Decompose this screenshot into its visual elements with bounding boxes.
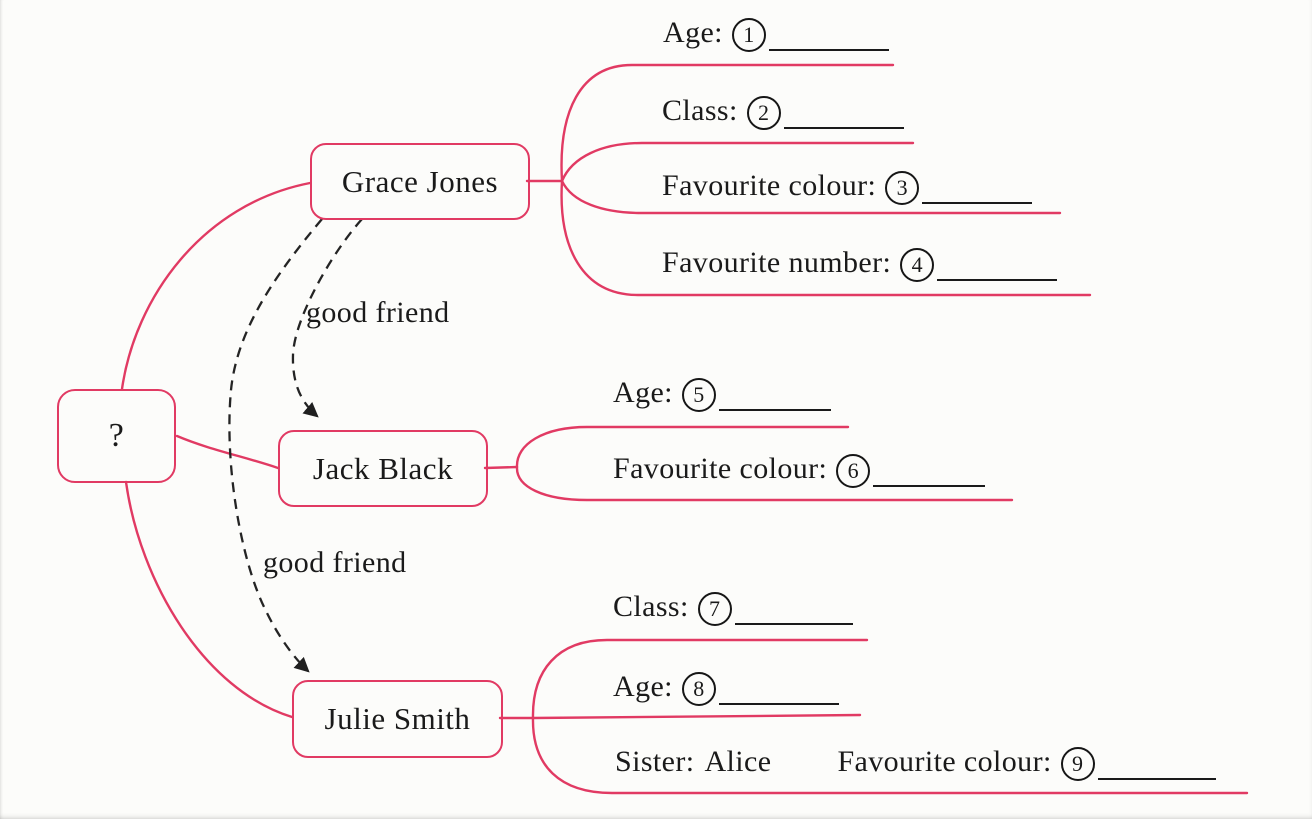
edge-root-jack (175, 434, 280, 470)
blank-line-5 (718, 405, 831, 411)
branch-row-grace-number: Favourite number: 4 (662, 245, 1058, 282)
node-jack-label: Jack Black (312, 450, 454, 486)
circled-number-3: 3 (885, 171, 920, 205)
blank-line-2 (783, 123, 904, 129)
branch-line-number4 (560, 179, 1092, 297)
circled-number-6: 6 (836, 454, 871, 488)
node-grace-label: Grace Jones (341, 163, 499, 199)
branch-label: Favourite colour: (662, 169, 877, 202)
node-grace-jones: Grace Jones (310, 143, 530, 220)
circled-number-2: 2 (746, 96, 781, 130)
node-julie-smith: Julie Smith (292, 680, 503, 758)
branch-row-julie-class: Class: 7 (613, 589, 853, 626)
node-root-label: ? (108, 417, 125, 454)
branch-row-jack-age: Age: 5 (613, 375, 831, 412)
branch-line-age8 (531, 713, 862, 720)
branch-label: Favourite number: (662, 246, 892, 279)
node-root-question: ? (57, 389, 176, 483)
branch-line-age1 (560, 63, 895, 183)
circled-number-4: 4 (900, 248, 935, 282)
branch-row-grace-age: Age: 1 (663, 15, 889, 52)
branch-label: Favourite colour: (613, 452, 828, 485)
branch-label: Class: (662, 94, 738, 127)
branch-line-age5 (515, 425, 850, 469)
branch-row-jack-colour: Favourite colour: 6 (613, 451, 986, 488)
branch-line-sister9 (531, 716, 1249, 795)
branch-line-colour6 (515, 465, 1014, 502)
branch-row-grace-class: Class: 2 (662, 93, 904, 130)
branch-line-class7 (531, 638, 869, 720)
blank-line-7 (734, 619, 853, 625)
branch-label: Class: (613, 590, 689, 623)
branch-label: Age: (663, 16, 723, 49)
branch-label: Age: (613, 670, 673, 703)
branch-row-grace-colour: Favourite colour: 3 (662, 168, 1033, 205)
branch-label: Age: (613, 376, 673, 409)
branch-label: Favourite colour: (837, 745, 1052, 778)
edge-jack-fork (483, 465, 519, 470)
arrow-grace-to-julie (228, 218, 323, 673)
node-julie-label: Julie Smith (324, 701, 471, 736)
branch-line-class2 (560, 141, 915, 183)
branch-value-sister: Alice (704, 745, 772, 778)
node-jack-black: Jack Black (278, 430, 488, 507)
branch-label: Sister: (615, 745, 695, 778)
blank-line-1 (768, 45, 889, 51)
blank-line-3 (922, 198, 1033, 204)
branch-row-julie-age: Age: 8 (613, 669, 839, 706)
relation-label-good-friend-1: good friend (306, 296, 450, 329)
blank-line-4 (937, 275, 1058, 281)
relation-label-good-friend-2: good friend (263, 546, 407, 579)
circled-number-1: 1 (731, 18, 766, 52)
edge-root-grace (120, 181, 312, 391)
circled-number-7: 7 (697, 592, 732, 626)
circled-number-8: 8 (681, 672, 716, 706)
blank-line-9 (1097, 774, 1216, 780)
branch-line-colour3 (560, 179, 1062, 215)
branch-row-julie-sister-colour: Sister: Alice Favourite colour: 9 (615, 744, 1216, 781)
blank-line-8 (718, 699, 839, 705)
circled-number-5: 5 (681, 378, 716, 412)
blank-line-6 (873, 481, 986, 487)
arrow-grace-to-jack (291, 218, 363, 418)
circled-number-9: 9 (1060, 747, 1095, 781)
edge-root-julie (124, 480, 294, 719)
